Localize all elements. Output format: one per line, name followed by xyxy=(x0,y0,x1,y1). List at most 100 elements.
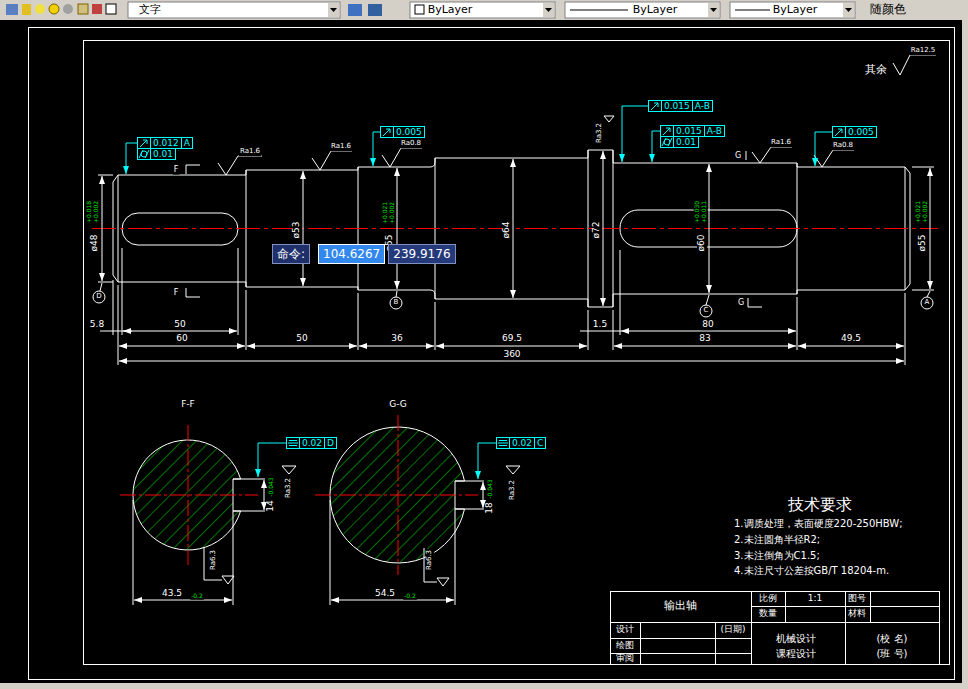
drawing-label: 审阅 xyxy=(615,654,635,664)
drawing-label: 设计 xyxy=(615,625,635,635)
tolerance-value: 0.02 xyxy=(299,438,324,448)
tolerance-symbol xyxy=(287,438,299,448)
command-text: 命令: xyxy=(277,247,305,261)
drawing-label: -0.2 xyxy=(403,593,417,600)
drawing-label: +0.002 xyxy=(922,200,929,224)
drawing-label: ø53 xyxy=(292,221,302,240)
drawing-label: A xyxy=(924,299,931,307)
drawing-label: G xyxy=(737,299,745,308)
drawing-label: 输出轴 xyxy=(663,600,698,612)
tolerance-value: A-B xyxy=(704,126,724,136)
drawing-label: 绘图 xyxy=(615,641,635,651)
tolerance-symbol xyxy=(833,127,845,137)
drawing-label: 3.未注倒角为C1.5; xyxy=(733,550,821,561)
drawing-label: (班 号) xyxy=(876,648,909,659)
drawing-label: 60 xyxy=(175,334,188,344)
drawing-label: ø64 xyxy=(502,221,512,240)
drawing-label: 360 xyxy=(502,350,521,360)
drawing-label: 18 xyxy=(485,501,495,514)
drawing-label: F-F xyxy=(180,400,196,410)
tolerance-frame: 0.01 xyxy=(137,148,176,160)
drawing-label: ByLayer xyxy=(632,4,679,16)
tolerance-symbol xyxy=(661,126,673,136)
tolerance-frame: 0.02D xyxy=(286,437,337,449)
tolerance-symbol xyxy=(138,149,150,159)
drawing-label: 1.5 xyxy=(592,320,608,330)
drawing-label: +0.018 xyxy=(86,200,93,224)
tolerance-frame: 0.02C xyxy=(496,437,546,449)
drawing-label: Ra1.6 xyxy=(239,148,261,156)
drawing-label: 材料 xyxy=(847,609,867,619)
drawing-label: -0.043 xyxy=(487,478,494,499)
drawing-label: -0.2 xyxy=(190,593,204,600)
drawing-label: ByLayer xyxy=(772,4,819,16)
drawing-label: G xyxy=(734,152,742,161)
drawing-label: +0.011 xyxy=(701,200,708,224)
drawing-label: 43.5 xyxy=(161,589,183,599)
tolerance-frame: 0.005 xyxy=(832,126,877,138)
drawing-label: (日期) xyxy=(719,625,746,635)
tolerance-value: 0.012 xyxy=(150,138,181,148)
command-text: 239.9176 xyxy=(393,247,450,261)
tolerance-value: 0.005 xyxy=(393,127,424,137)
drawing-label: Ra3.2 xyxy=(285,477,293,499)
tolerance-value: A xyxy=(181,138,192,148)
drawing-label: Ra6.3 xyxy=(210,549,218,571)
drawing-label: 1:1 xyxy=(807,594,823,604)
tolerance-symbol xyxy=(497,438,509,448)
drawing-label: 数量 xyxy=(758,609,778,619)
command-box: 104.6267 xyxy=(318,244,385,264)
tolerance-value: C xyxy=(534,438,545,448)
drawing-label: ø60 xyxy=(697,234,707,253)
drawing-label: D xyxy=(95,293,102,301)
tolerance-frame: 0.015A-B xyxy=(648,100,713,112)
drawing-label: F xyxy=(173,289,180,298)
drawing-label: G-G xyxy=(388,400,408,410)
drawing-label: Ra0.8 xyxy=(400,140,422,148)
drawing-label: 36 xyxy=(390,334,403,344)
command-box: 239.9176 xyxy=(388,244,455,264)
tolerance-symbol xyxy=(381,127,393,137)
drawing-label: 机械设计 xyxy=(775,633,817,644)
drawing-label: 1.调质处理，表面硬度220-250HBW; xyxy=(733,518,904,529)
drawing-label: F xyxy=(173,166,180,175)
drawing-label: 49.5 xyxy=(840,334,862,344)
drawing-label: 14 xyxy=(266,499,276,512)
drawing-label: 文字 xyxy=(138,4,162,16)
drawing-label: 技术要求 xyxy=(787,496,853,514)
drawing-label: +0.021 xyxy=(382,201,389,225)
drawing-label: Ra0.8 xyxy=(832,142,854,150)
drawing-label: 比例 xyxy=(758,594,778,604)
drawing-label: 4.未注尺寸公差按GB/T 18204-m. xyxy=(733,565,890,576)
drawing-label: Ra3.2 xyxy=(509,479,517,501)
drawing-label: B xyxy=(393,299,400,307)
drawing-label: Ra3.2 xyxy=(596,122,604,144)
drawing-label: +0.021 xyxy=(915,200,922,224)
drawing-label: ByLayer xyxy=(427,4,474,16)
drawing-label: C xyxy=(703,307,710,315)
tolerance-value: 0.02 xyxy=(509,438,534,448)
drawing-label: +0.002 xyxy=(93,200,100,224)
drawing-label: 50 xyxy=(295,334,308,344)
drawing-label: Ra1.6 xyxy=(330,143,352,151)
command-box: 命令: xyxy=(272,244,310,264)
tolerance-value: 0.01 xyxy=(673,137,698,147)
drawing-label: ø48 xyxy=(90,234,100,253)
tolerance-value: 0.005 xyxy=(845,127,876,137)
tolerance-symbol xyxy=(649,101,661,111)
drawing-label: 80 xyxy=(701,320,714,330)
drawing-label: 其余 xyxy=(864,64,888,76)
drawing-label: 课程设计 xyxy=(775,648,817,659)
drawing-label: 随颜色 xyxy=(869,3,907,16)
drawing-label: Ra12.5 xyxy=(910,47,937,55)
drawing-label: 50 xyxy=(173,320,186,330)
drawing-label: 83 xyxy=(698,334,711,344)
command-text: 104.6267 xyxy=(323,247,380,261)
tolerance-value: A-B xyxy=(692,101,712,111)
tolerance-value: 0.015 xyxy=(673,126,704,136)
tolerance-symbol xyxy=(661,137,673,147)
drawing-label: ø72 xyxy=(592,221,602,240)
drawing-label: 2.未注圆角半径R2; xyxy=(733,534,821,545)
drawing-label: 69.5 xyxy=(501,334,523,344)
